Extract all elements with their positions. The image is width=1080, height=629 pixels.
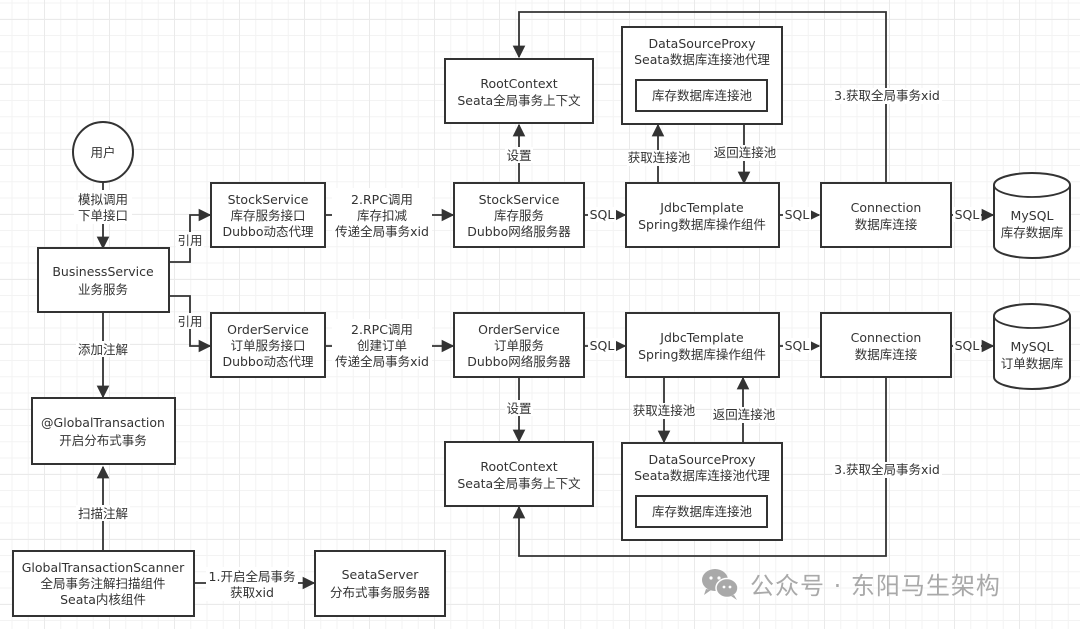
node-business-service-line-2: 业务服务: [78, 282, 128, 297]
node-order-interface-line-1: OrderService: [227, 322, 309, 337]
node-business-service: BusinessService 业务服务: [37, 247, 170, 313]
node-global-transaction: @GlobalTransaction 开启分布式事务: [31, 397, 176, 465]
edge-label-sql-top-2: SQL: [785, 207, 810, 222]
node-mysql-stock-line-1: MySQL: [1011, 208, 1054, 223]
node-jdbc-bottom-line-2: Spring数据库操作组件: [638, 347, 766, 362]
node-business-service-line-1: BusinessService: [52, 264, 154, 279]
edge-label-ref-stock: 引用: [177, 233, 202, 248]
node-root-context-bottom: RootContext Seata全局事务上下文: [444, 441, 594, 507]
node-dsp-bottom-line-1: DataSourceProxy: [648, 452, 756, 467]
edge-label-order-rpc-3: 传递全局事务xid: [335, 354, 429, 369]
node-scanner-line-3: Seata内核组件: [60, 592, 146, 607]
node-stock-server-line-2: 库存服务: [494, 208, 544, 223]
node-jdbc-bottom-line-1: JdbcTemplate: [659, 330, 744, 345]
node-mysql-order-line-1: MySQL: [1011, 339, 1054, 354]
edge-label-sql-bottom-1: SQL: [590, 338, 615, 353]
watermark: 公众号 · 东阳马生架构: [700, 566, 1001, 601]
edge-label-sql-bottom-2: SQL: [785, 338, 810, 353]
node-stock-service-server: StockService 库存服务 Dubbo网络服务器: [453, 182, 585, 248]
node-datasource-proxy-top: DataSourceProxy Seata数据库连接池代理 库存数据库连接池: [621, 26, 783, 125]
node-jdbc-template-bottom: JdbcTemplate Spring数据库操作组件: [625, 312, 780, 378]
node-stock-service-interface: StockService 库存服务接口 Dubbo动态代理: [210, 182, 326, 248]
edge-label-stock-rpc-2: 库存扣减: [357, 208, 408, 223]
watermark-text: 公众号 · 东阳马生架构: [750, 572, 1001, 600]
edge-label-begin-global-2: 获取xid: [230, 585, 274, 600]
node-stock-interface-line-1: StockService: [228, 192, 309, 207]
edge-label-ref-order: 引用: [177, 314, 202, 329]
node-root-context-top: RootContext Seata全局事务上下文: [444, 58, 594, 124]
node-jdbc-template-top: JdbcTemplate Spring数据库操作组件: [625, 182, 780, 248]
edge-label-begin-global-1: 1.开启全局事务: [209, 569, 296, 584]
edge-label-sql-top-1: SQL: [590, 207, 615, 222]
edge-label-order-rpc-1: 2.RPC调用: [351, 322, 413, 337]
node-order-server-line-3: Dubbo网络服务器: [467, 354, 571, 369]
edge-label-order-rpc-2: 创建订单: [357, 338, 407, 353]
node-root-context-bottom-line-1: RootContext: [480, 459, 557, 474]
node-dsp-bottom-inner-pool: [635, 495, 768, 528]
node-root-context-top-line-2: Seata全局事务上下文: [457, 93, 581, 108]
edge-label-set-context-bottom: 设置: [506, 401, 531, 416]
edge-label-sql-bottom-3: SQL: [955, 338, 980, 353]
node-connection-top-line-2: 数据库连接: [855, 217, 918, 232]
edge-label-scan-annotation: 扫描注解: [78, 506, 128, 521]
node-user: 用户: [72, 121, 134, 183]
node-mysql-stock: MySQL 库存数据库: [993, 172, 1071, 259]
node-global-transaction-line-1: @GlobalTransaction: [41, 415, 165, 430]
node-seata-server: SeataServer 分布式事务服务器: [314, 550, 446, 617]
wechat-icon: [702, 568, 739, 600]
node-dsp-bottom-inner-label: 库存数据库连接池: [652, 504, 753, 519]
node-jdbc-top-line-1: JdbcTemplate: [659, 200, 744, 215]
node-order-interface-line-3: Dubbo动态代理: [222, 354, 314, 369]
node-seata-server-line-2: 分布式事务服务器: [330, 585, 431, 600]
edge-label-get-pool-top: 获取连接池: [628, 150, 691, 165]
node-stock-interface-line-2: 库存服务接口: [230, 208, 305, 223]
node-root-context-top-line-1: RootContext: [480, 76, 557, 91]
node-scanner: GlobalTransactionScanner 全局事务注解扫描组件 Seat…: [12, 550, 195, 617]
node-stock-interface-line-3: Dubbo动态代理: [222, 224, 314, 239]
edge-label-get-xid-top: 3.获取全局事务xid: [834, 88, 940, 103]
edge-label-user-call-2: 下单接口: [78, 208, 128, 223]
node-stock-server-line-3: Dubbo网络服务器: [467, 224, 571, 239]
node-connection-top-line-1: Connection: [851, 200, 922, 215]
node-mysql-order-line-2: 订单数据库: [1001, 356, 1064, 371]
edge-label-add-annotation: 添加注解: [78, 342, 128, 357]
node-user-label: 用户: [90, 145, 115, 160]
node-dsp-bottom-line-2: Seata数据库连接池代理: [634, 468, 770, 483]
node-scanner-line-1: GlobalTransactionScanner: [22, 560, 185, 575]
node-global-transaction-line-2: 开启分布式事务: [59, 433, 147, 448]
edge-label-return-pool-top: 返回连接池: [714, 145, 777, 160]
edge-label-user-call-1: 模拟调用: [78, 192, 128, 207]
node-scanner-line-2: 全局事务注解扫描组件: [40, 576, 165, 591]
node-mysql-order: MySQL 订单数据库: [993, 303, 1071, 390]
node-mysql-stock-line-2: 库存数据库: [1001, 225, 1064, 240]
node-order-server-line-2: 订单服务: [494, 338, 544, 353]
node-dsp-top-line-2: Seata数据库连接池代理: [634, 52, 770, 67]
edge-label-sql-top-3: SQL: [955, 207, 980, 222]
node-order-server-line-1: OrderService: [478, 322, 560, 337]
edge-label-set-context-top: 设置: [506, 148, 531, 163]
node-stock-server-line-1: StockService: [479, 192, 560, 207]
node-seata-server-line-1: SeataServer: [342, 567, 420, 582]
node-dsp-top-inner-pool: [635, 79, 768, 112]
node-jdbc-top-line-2: Spring数据库操作组件: [638, 217, 766, 232]
node-root-context-bottom-line-2: Seata全局事务上下文: [457, 476, 581, 491]
edge-label-stock-rpc-1: 2.RPC调用: [351, 192, 413, 207]
edge-label-get-pool-bottom: 获取连接池: [633, 403, 696, 418]
node-connection-top: Connection 数据库连接: [820, 182, 952, 248]
edge-label-stock-rpc-3: 传递全局事务xid: [335, 224, 429, 239]
node-connection-bottom-line-2: 数据库连接: [855, 347, 918, 362]
edge-label-get-xid-bottom: 3.获取全局事务xid: [834, 462, 940, 477]
node-order-interface-line-2: 订单服务接口: [230, 338, 305, 353]
node-dsp-top-line-1: DataSourceProxy: [648, 36, 756, 51]
edge-label-return-pool-bottom: 返回连接池: [713, 407, 776, 422]
node-order-service-interface: OrderService 订单服务接口 Dubbo动态代理: [210, 312, 326, 378]
node-connection-bottom: Connection 数据库连接: [820, 312, 952, 378]
node-dsp-top-inner-label: 库存数据库连接池: [652, 88, 753, 103]
node-order-service-server: OrderService 订单服务 Dubbo网络服务器: [453, 312, 585, 378]
node-connection-bottom-line-1: Connection: [851, 330, 922, 345]
node-datasource-proxy-bottom: DataSourceProxy Seata数据库连接池代理 库存数据库连接池: [621, 442, 783, 541]
